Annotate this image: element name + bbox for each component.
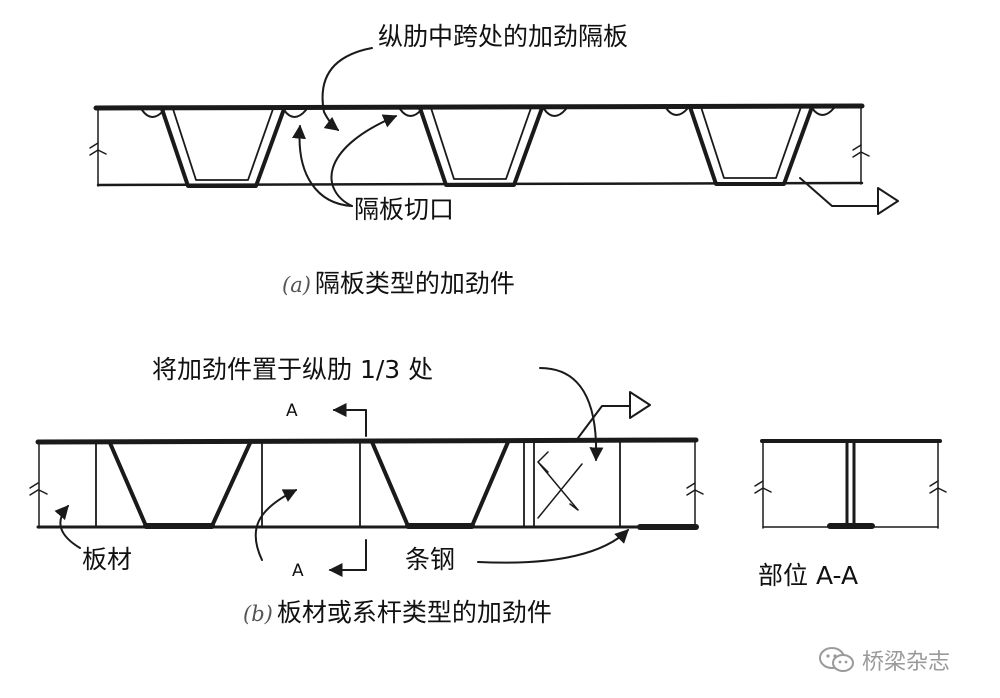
diagram-a	[89, 47, 899, 215]
plate-label: 板材	[82, 545, 133, 574]
section-aa	[754, 439, 947, 529]
cutout-3-a	[399, 108, 423, 117]
leader-plate2-b	[254, 489, 298, 561]
section-aa-label: 部位 A-A	[758, 561, 859, 590]
section-mark-top-b	[333, 409, 367, 437]
leader-cutout-left-a	[292, 124, 353, 207]
weld-symbol-a	[799, 177, 899, 215]
diagram-b	[29, 367, 704, 577]
third-position-label: 将加劲件置于纵肋 1/3 处	[152, 355, 434, 384]
rib-2-a	[418, 106, 544, 187]
caption-a: (a)隔板类型的加劲件	[282, 271, 515, 296]
caption-a-text: 隔板类型的加劲件	[314, 269, 515, 298]
deck-plate-a	[93, 103, 865, 111]
cutout-2-a	[283, 109, 307, 118]
section-break-left	[754, 480, 772, 494]
break-mark-left-b	[29, 482, 48, 496]
leader-plate-b	[54, 504, 81, 549]
cutout-5-a	[665, 107, 689, 116]
break-mark-right-a	[852, 144, 870, 158]
cutout-1-a	[141, 109, 165, 118]
section-mark-top-label: A	[286, 401, 298, 421]
section-mark-bottom-b	[328, 539, 367, 577]
cutout-label: 隔板切口	[354, 195, 455, 224]
caption-b-tag: (b)	[243, 602, 273, 626]
cutout-4-a	[543, 108, 567, 117]
third-dimension-b	[537, 451, 583, 519]
weld-symbol-b	[577, 391, 651, 439]
break-mark-right-b	[686, 482, 704, 496]
caption-b: (b)板材或系杆类型的加劲件	[243, 600, 552, 625]
leader-strip-b	[477, 529, 629, 564]
caption-a-tag: (a)	[282, 273, 311, 297]
leader-third-b	[539, 367, 604, 462]
cutout-6-a	[811, 107, 835, 116]
strip-label: 条钢	[405, 545, 456, 574]
section-break-right	[929, 480, 947, 494]
rib-1-a	[160, 107, 286, 188]
rib-2-b	[370, 440, 510, 528]
watermark: 桥梁杂志	[818, 644, 950, 676]
section-mark-bottom-label: A	[292, 561, 304, 581]
diaphragm-title-label: 纵肋中跨处的加劲隔板	[378, 22, 629, 51]
leader-cutout-right-a	[330, 114, 398, 207]
leader-diaphragm-a	[321, 47, 373, 131]
break-mark-left-a	[89, 142, 107, 156]
wechat-icon	[818, 646, 856, 674]
caption-b-text: 板材或系杆类型的加劲件	[276, 598, 552, 627]
rib-3-a	[688, 105, 814, 186]
watermark-text: 桥梁杂志	[862, 650, 951, 675]
rib-1-b	[108, 441, 252, 528]
deck-plate-b	[35, 437, 699, 445]
